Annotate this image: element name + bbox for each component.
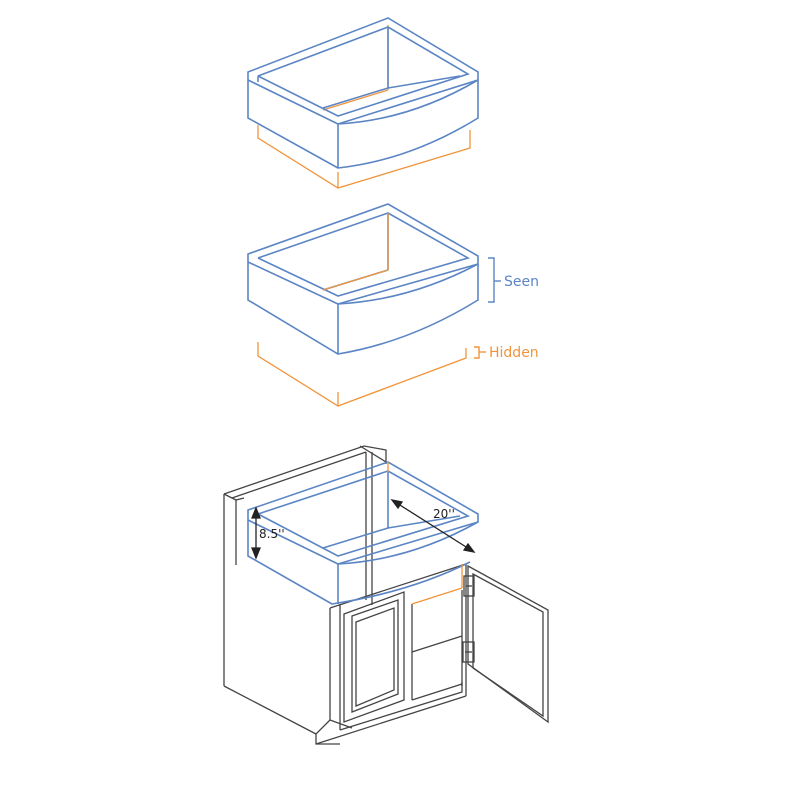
cabinet-icon	[223, 445, 549, 745]
sink-base-cabinet: 20'' 8.5''	[223, 445, 549, 745]
seen-brace-icon	[488, 257, 501, 303]
installed-sink-hidden	[387, 462, 463, 605]
sink-seen-outline	[247, 17, 479, 169]
sink-seen-part	[247, 203, 479, 355]
sink-exploded-view: Seen Hidden	[247, 203, 539, 407]
hidden-brace-icon	[474, 346, 486, 359]
sink-hidden-part	[257, 213, 467, 407]
height-dimension-label: 8.5''	[259, 527, 285, 541]
double-arrow-icon	[251, 499, 476, 560]
legend-hidden-label: Hidden	[489, 345, 539, 361]
hinge-icon	[462, 575, 475, 663]
depth-dimension-label: 20''	[433, 507, 455, 521]
sink-assembled-view	[247, 17, 479, 189]
legend-seen-label: Seen	[504, 274, 539, 290]
